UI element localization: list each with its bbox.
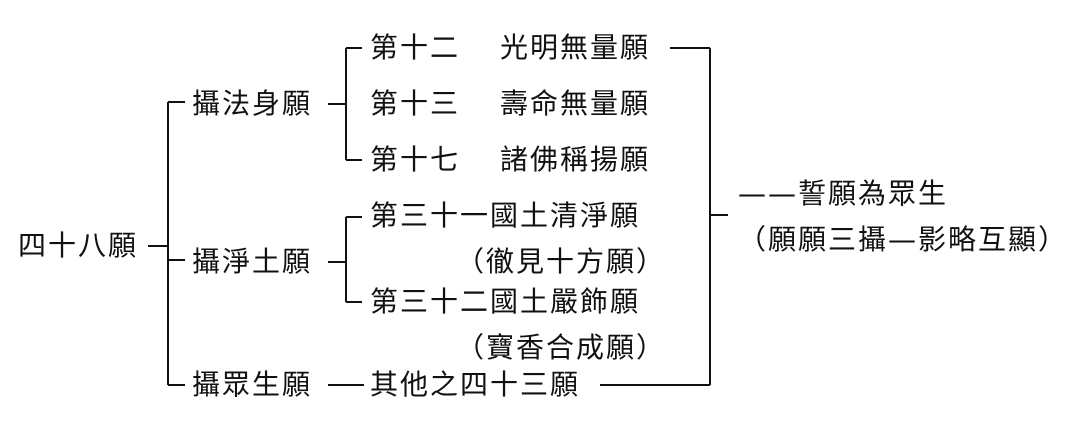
- root-label: 四十八願: [18, 229, 139, 262]
- group-label-dharmakaya: 攝法身願: [192, 87, 313, 120]
- group-label-pure-land: 攝淨土願: [192, 245, 313, 278]
- vow-item-name: 光明無量願: [500, 31, 651, 64]
- vow-item-32: 第三十二國土嚴飾願 （寶香合成願）: [370, 279, 666, 371]
- vow-item-others: 其他之四十三願: [370, 368, 581, 401]
- conclusion-line2: （願願三攝—影略互顯）: [738, 223, 1069, 256]
- vow-item-line1: 第三十二國土嚴飾願: [370, 285, 641, 318]
- vow-item-line1: 第三十一國土清淨願: [370, 199, 641, 232]
- vow-item-line2: （徹見十方願）: [456, 245, 667, 278]
- vow-item-number: 第十二: [370, 31, 461, 64]
- vow-item-number: 第十三: [370, 87, 461, 120]
- vow-item-31: 第三十一國土清淨願 （徹見十方願）: [370, 193, 666, 285]
- vow-item-number: 第十七: [370, 143, 461, 176]
- vow-item-name: 壽命無量願: [500, 87, 651, 120]
- conclusion-text: ——誓願為眾生 （願願三攝—影略互顯）: [738, 171, 1068, 263]
- conclusion-line1: ——誓願為眾生: [738, 177, 949, 210]
- vow-item-line2: （寶香合成願）: [456, 331, 667, 364]
- group-label-sentient-beings: 攝眾生願: [192, 368, 313, 401]
- vow-item-name: 諸佛稱揚願: [500, 143, 651, 176]
